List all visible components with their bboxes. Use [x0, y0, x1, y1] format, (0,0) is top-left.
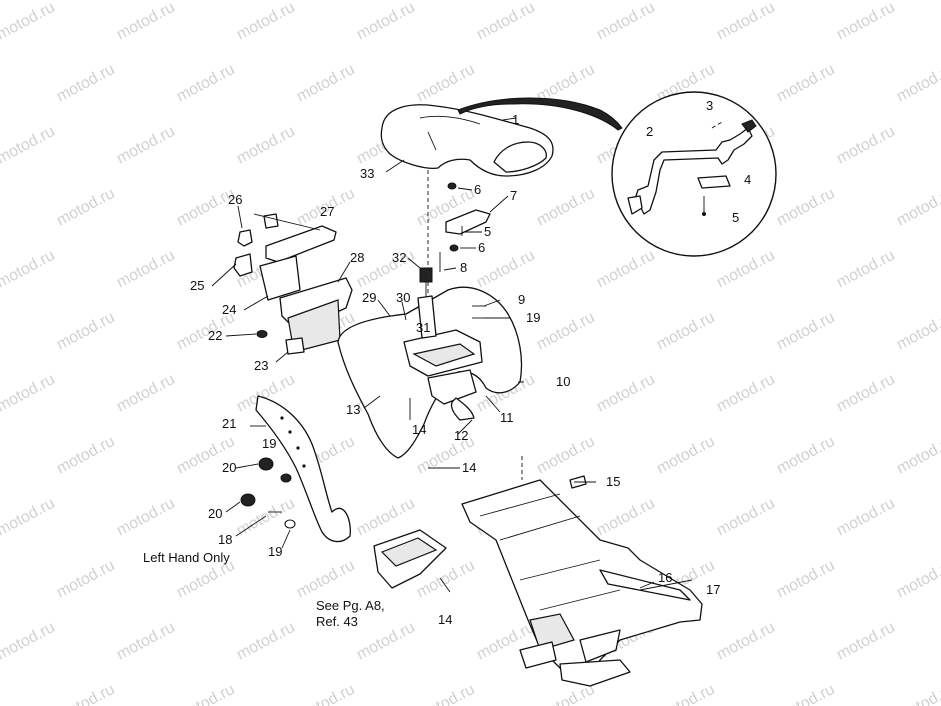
seat-hardware [427, 170, 491, 300]
callout-17: 17 [706, 582, 720, 597]
callout-19-fender: 19 [526, 310, 540, 325]
callout-8: 8 [460, 260, 467, 275]
callout-9: 9 [518, 292, 525, 307]
callout-3: 3 [706, 98, 713, 113]
callout-27: 27 [320, 204, 334, 219]
callout-25: 25 [190, 278, 204, 293]
callout-22: 22 [208, 328, 222, 343]
callout-20-upper: 20 [222, 460, 236, 475]
callout-32: 32 [392, 250, 406, 265]
rear-fender [337, 267, 523, 469]
callout-31: 31 [416, 320, 430, 335]
callout-5: 5 [484, 224, 491, 239]
callout-14-mid: 14 [462, 460, 476, 475]
callout-14-footrest: 14 [438, 612, 452, 627]
footrest-plate [373, 529, 451, 593]
note-left-hand-only: Left Hand Only [143, 550, 230, 565]
callout-15: 15 [606, 474, 620, 489]
callout-20-lower: 20 [208, 506, 222, 521]
callout-16: 16 [658, 570, 672, 585]
callout-14-fender: 14 [412, 422, 426, 437]
callout-2: 2 [646, 124, 653, 139]
note-see-page: See Pg. A8, [316, 598, 385, 613]
callout-21: 21 [222, 416, 236, 431]
callout-5-inset: 5 [732, 210, 739, 225]
callout-11: 11 [500, 410, 514, 425]
callout-13: 13 [346, 402, 360, 417]
callout-23: 23 [254, 358, 268, 373]
leader-lines [211, 117, 655, 589]
callout-10: 10 [556, 374, 570, 389]
callout-1: 1 [512, 112, 519, 127]
callout-6-upper: 6 [474, 182, 481, 197]
callout-18: 18 [218, 532, 232, 547]
seat [380, 97, 623, 177]
callout-30: 30 [396, 290, 410, 305]
side-fasteners [240, 457, 296, 529]
callout-26: 26 [228, 192, 242, 207]
callout-12: 12 [454, 428, 468, 443]
callout-6-lower: 6 [478, 240, 485, 255]
callout-19-lower: 19 [268, 544, 282, 559]
callout-7: 7 [510, 188, 517, 203]
latch-inset [611, 91, 777, 257]
callout-24: 24 [222, 302, 236, 317]
rear-light-assembly [233, 213, 353, 355]
callout-19-left: 19 [262, 436, 276, 451]
frame [461, 456, 703, 687]
callout-33: 33 [360, 166, 374, 181]
callout-28: 28 [350, 250, 364, 265]
fender-extension [255, 395, 351, 543]
note-see-page-ref: Ref. 43 [316, 614, 358, 629]
callout-4: 4 [744, 172, 751, 187]
callout-29: 29 [362, 290, 376, 305]
